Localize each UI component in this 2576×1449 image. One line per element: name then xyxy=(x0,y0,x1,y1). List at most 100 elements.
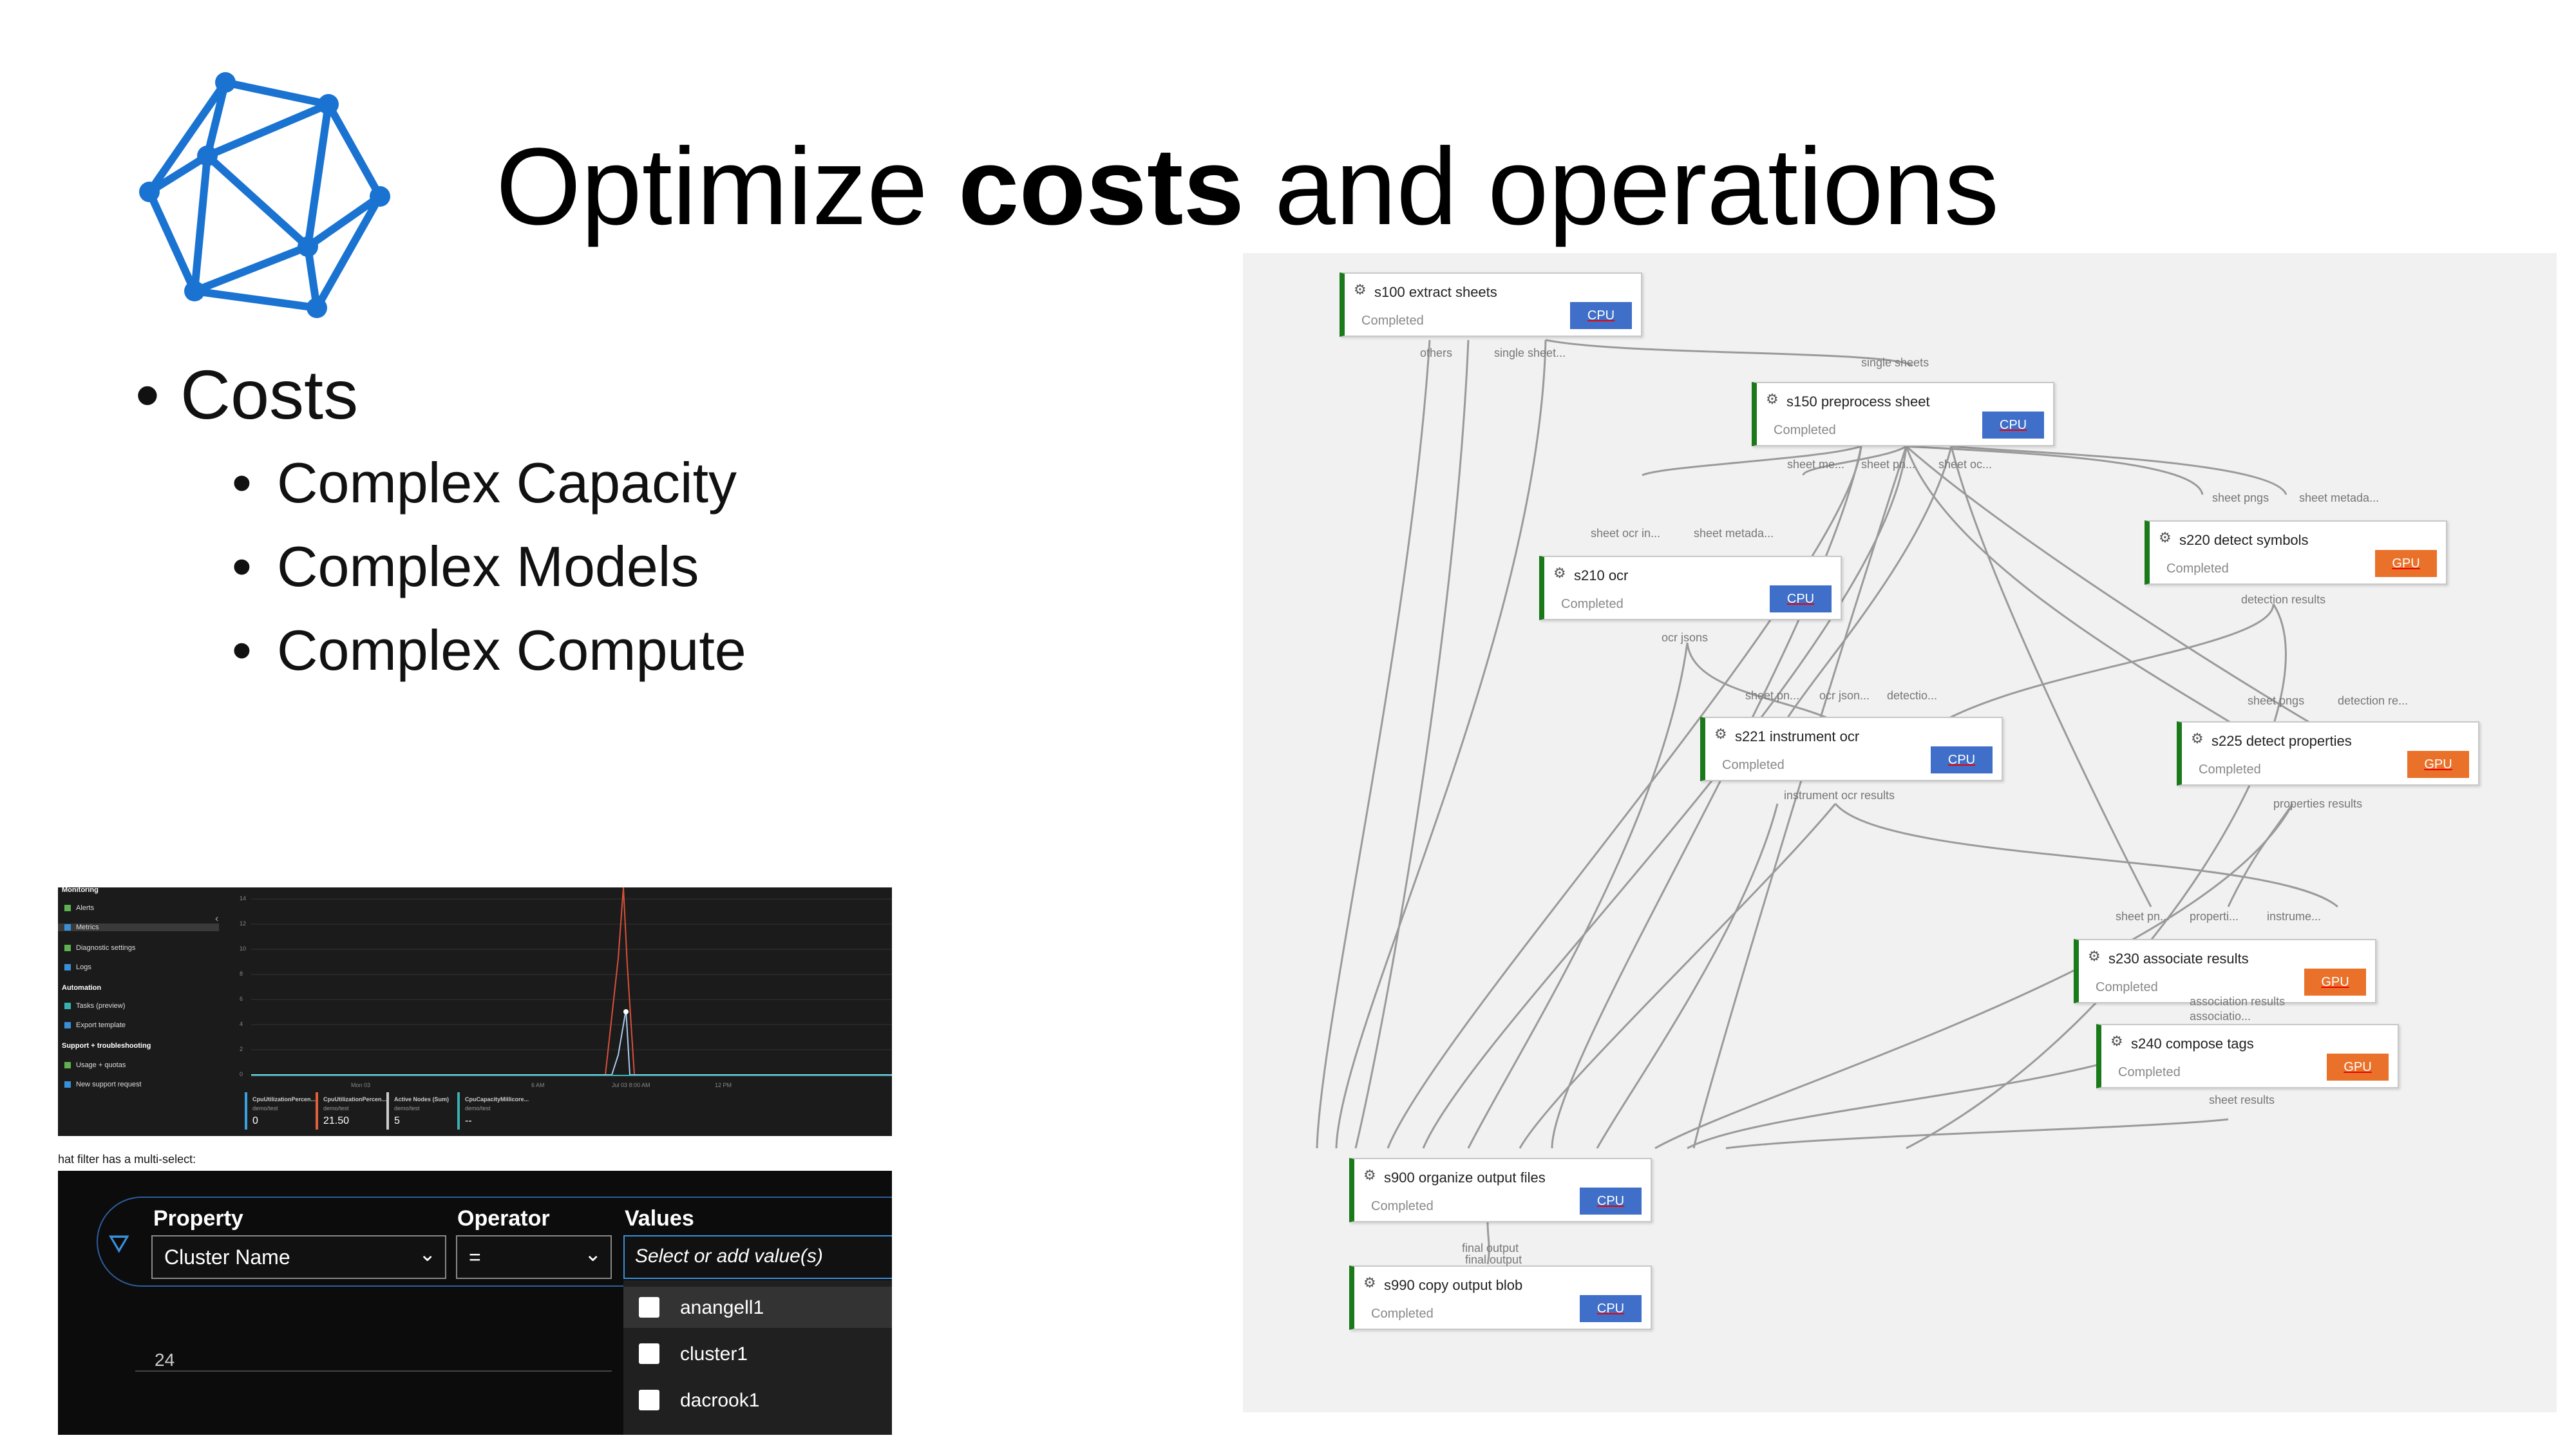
section-header: Support + troubleshooting xyxy=(62,1042,151,1050)
operator-value: = xyxy=(469,1245,481,1269)
x-tick: 12 PM xyxy=(715,1082,732,1088)
port-label: sheet pngs xyxy=(2248,694,2305,707)
sidebar-item-tasks[interactable]: Tasks (preview) xyxy=(64,1002,125,1010)
pipeline-node-s230[interactable]: ⚙ s230 associate results Completed GPU xyxy=(2074,939,2376,1003)
pipeline-node-s210[interactable]: ⚙ s210 ocr Completed CPU xyxy=(1539,556,1842,620)
node-status: Completed xyxy=(1371,1307,1434,1321)
compute-badge: CPU xyxy=(1770,585,1832,612)
chart-gridline xyxy=(135,1370,612,1372)
alerts-icon xyxy=(64,905,71,912)
pipeline-node-s225[interactable]: ⚙ s225 detect properties Completed GPU xyxy=(2177,721,2479,786)
compute-badge: GPU xyxy=(2327,1054,2389,1081)
port-label: detectio... xyxy=(1887,689,1938,702)
filter-caption: hat filter has a multi-select: xyxy=(58,1153,196,1166)
sidebar-item-diagnostic-settings[interactable]: Diagnostic settings xyxy=(64,944,135,952)
filter-icon[interactable]: ⛛ xyxy=(108,1230,130,1258)
pipeline-node-s990[interactable]: ⚙ s990 copy output blob Completed CPU xyxy=(1349,1265,1652,1330)
sidebar-item-new-support-request[interactable]: New support request xyxy=(64,1081,142,1088)
chevron-left-icon[interactable]: ‹ xyxy=(215,913,219,924)
y-tick: 6 xyxy=(240,996,243,1002)
gear-icon: ⚙ xyxy=(2191,730,2204,746)
bullet-costs: •Costs xyxy=(135,355,359,433)
port-label: final output xyxy=(1462,1242,1519,1255)
pipeline-node-s221[interactable]: ⚙ s221 instrument ocr Completed CPU xyxy=(1700,717,2003,781)
option-cluster1[interactable]: cluster1 xyxy=(623,1333,892,1374)
port-label: others xyxy=(1420,346,1453,359)
port-label: single sheet... xyxy=(1494,346,1566,359)
node-title: s225 detect properties xyxy=(2211,733,2352,749)
port-label: sheet results xyxy=(2209,1094,2275,1106)
filter-panel[interactable]: ⛛ Property Cluster Name ⌄ Operator = ⌄ V… xyxy=(58,1171,892,1435)
node-status: Completed xyxy=(2118,1065,2181,1079)
gear-icon: ⚙ xyxy=(2110,1033,2123,1049)
port-label: ocr json... xyxy=(1819,689,1870,702)
x-tick: Jul 03 8:00 AM xyxy=(612,1082,650,1088)
metrics-sidebar: Monitoring Alerts Metrics Diagnostic set… xyxy=(58,886,219,1136)
port-label: association results xyxy=(2190,995,2286,1008)
y-tick: 24 xyxy=(155,1350,175,1370)
pipeline-node-s900[interactable]: ⚙ s900 organize output files Completed C… xyxy=(1349,1158,1652,1222)
gear-icon: ⚙ xyxy=(1714,726,1727,742)
tasks-icon xyxy=(64,1003,71,1010)
pipeline-node-s100[interactable]: ⚙ s100 extract sheets Completed CPU xyxy=(1340,272,1642,337)
port-label: final output xyxy=(1465,1253,1522,1266)
checkbox[interactable] xyxy=(639,1297,659,1318)
compute-badge: GPU xyxy=(2407,751,2469,778)
metrics-dashboard[interactable]: Monitoring Alerts Metrics Diagnostic set… xyxy=(58,886,892,1136)
gear-icon: ⚙ xyxy=(1363,1274,1376,1291)
chevron-down-icon: ⌄ xyxy=(419,1242,436,1265)
operator-select[interactable]: = ⌄ xyxy=(456,1235,612,1279)
port-label: instrume... xyxy=(2267,910,2322,923)
section-header: Monitoring xyxy=(62,886,99,894)
settings-icon xyxy=(64,945,71,952)
metric-tile[interactable]: CpuUtilizationPercen... demo/test 21.50 xyxy=(316,1092,447,1130)
compute-badge: CPU xyxy=(1570,302,1632,329)
x-tick: Mon 03 xyxy=(351,1082,371,1088)
property-select[interactable]: Cluster Name ⌄ xyxy=(151,1235,446,1279)
sidebar-item-export-template[interactable]: Export template xyxy=(64,1021,126,1029)
node-status: Completed xyxy=(2199,762,2261,777)
pipeline-node-s150[interactable]: ⚙ s150 preprocess sheet Completed CPU xyxy=(1752,382,2054,446)
node-status: Completed xyxy=(2096,980,2158,994)
node-title: s210 ocr xyxy=(1574,567,1629,583)
node-status: Completed xyxy=(1561,597,1624,611)
sidebar-item-logs[interactable]: Logs xyxy=(64,963,91,971)
node-title: s240 compose tags xyxy=(2131,1036,2254,1052)
pipeline-node-s220[interactable]: ⚙ s220 detect symbols Completed GPU xyxy=(2145,520,2447,585)
values-input[interactable]: Select or add value(s) xyxy=(623,1235,892,1279)
quota-icon xyxy=(64,1062,71,1069)
checkbox[interactable] xyxy=(639,1390,659,1410)
port-label: instrument ocr results xyxy=(1784,789,1895,802)
option-dacrook1[interactable]: dacrook1 xyxy=(623,1379,892,1421)
section-header: Automation xyxy=(62,984,102,992)
sidebar-item-usage-quotas[interactable]: Usage + quotas xyxy=(64,1061,126,1069)
y-tick: 4 xyxy=(240,1021,243,1027)
metrics-chart xyxy=(251,887,892,1076)
node-title: s900 organize output files xyxy=(1384,1170,1546,1186)
port-label: sheet metada... xyxy=(1694,527,1774,540)
values-placeholder: Select or add value(s) xyxy=(635,1245,823,1267)
port-label: sheet pngs xyxy=(2212,491,2269,504)
option-anangell1[interactable]: anangell1 xyxy=(623,1287,892,1328)
x-tick: 6 AM xyxy=(531,1082,545,1088)
port-label: ocr jsons xyxy=(1662,631,1709,644)
metric-tile[interactable]: Active Nodes (Sum) demo/test 5 xyxy=(386,1092,518,1130)
slide-title: Optimize costs and operations xyxy=(496,126,2000,248)
filter-pill xyxy=(97,1197,892,1287)
sidebar-item-alerts[interactable]: Alerts xyxy=(64,904,94,912)
metric-tile[interactable]: CpuCapacityMillicore... demo/test -- xyxy=(457,1092,589,1130)
pipeline-node-s240[interactable]: ⚙ s240 compose tags Completed GPU xyxy=(2096,1024,2399,1088)
y-tick: 8 xyxy=(240,971,243,977)
compute-badge: CPU xyxy=(1931,746,1993,773)
compute-badge: GPU xyxy=(2375,550,2437,577)
port-label: sheet pn... xyxy=(1861,458,1916,471)
gear-icon: ⚙ xyxy=(2088,948,2101,964)
logs-icon xyxy=(64,964,71,971)
values-dropdown: anangell1 cluster1 dacrook1 xyxy=(623,1280,892,1435)
sidebar-item-metrics[interactable]: Metrics xyxy=(58,923,219,931)
metric-tile[interactable]: CpuUtilizationPercen... demo/test 0 xyxy=(245,1092,376,1130)
pipeline-graph[interactable]: ⚙ s100 extract sheets Completed CPU ⚙ s1… xyxy=(1243,253,2557,1412)
neural-network-logo xyxy=(139,72,390,318)
checkbox[interactable] xyxy=(639,1343,659,1364)
port-label: sheet oc... xyxy=(1938,458,1993,471)
